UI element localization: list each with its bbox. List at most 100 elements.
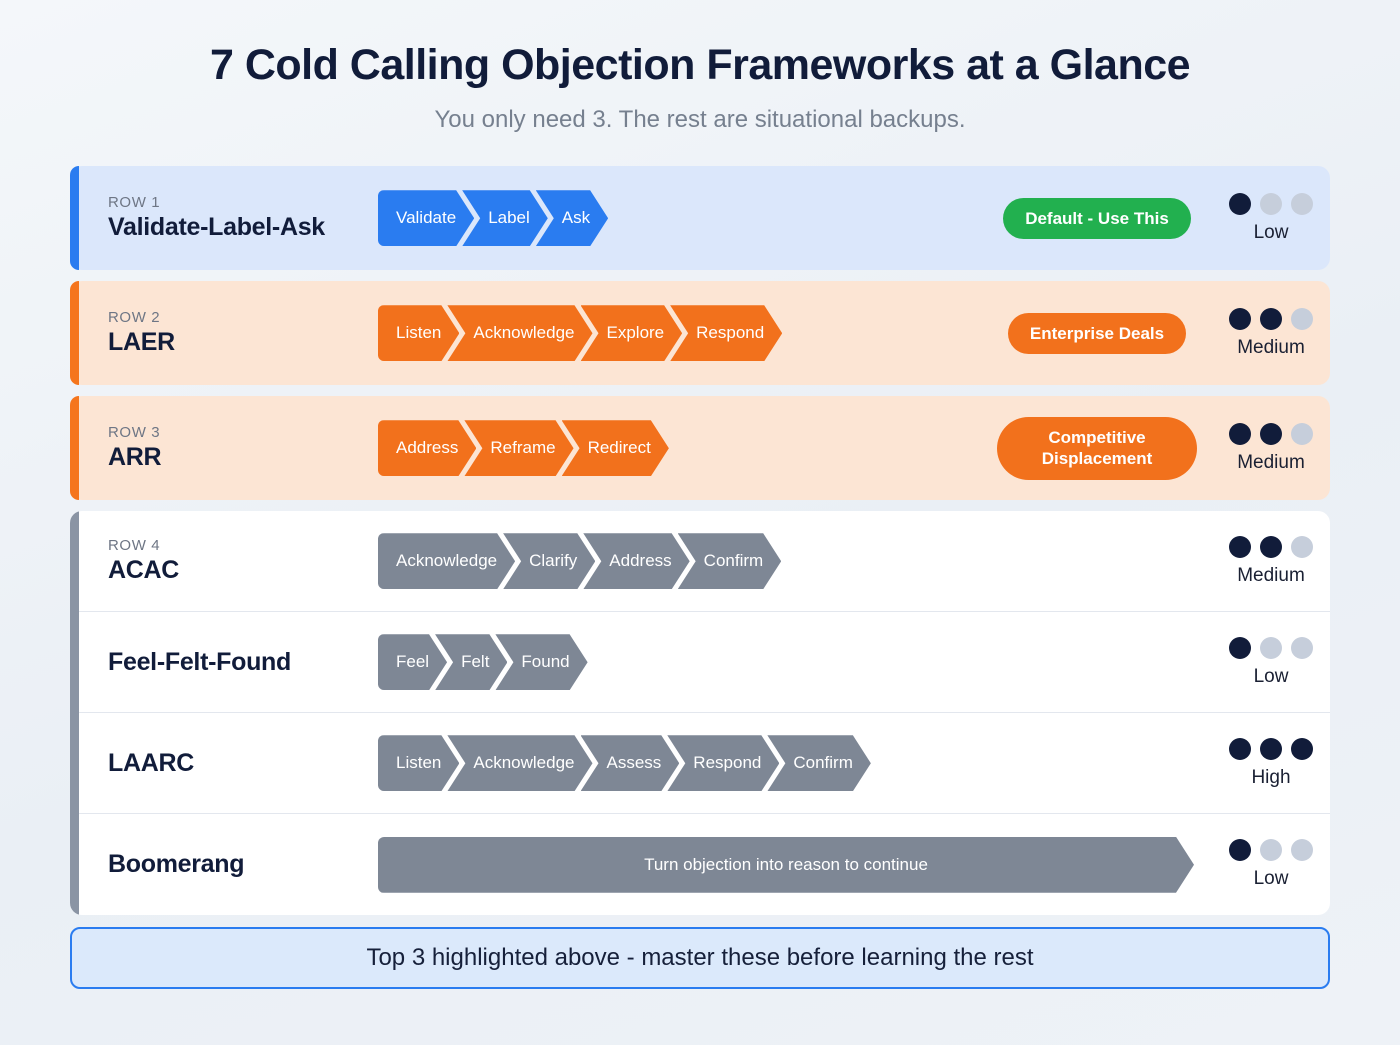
- effort-dots: [1229, 422, 1313, 445]
- effort-indicator: Medium: [1212, 307, 1330, 359]
- row-title: LAER: [108, 328, 175, 357]
- footer-note-banner: Top 3 highlighted above - master these b…: [70, 927, 1330, 990]
- row-accent-bar: [70, 166, 79, 271]
- framework-row-6[interactable]: LAARC Listen Acknowledge Assess Respond …: [78, 713, 1330, 815]
- framework-row-2[interactable]: ROW 2 LAER Listen Acknowledge Explore Re…: [70, 281, 1330, 386]
- framework-rows: ROW 1 Validate-Label-Ask Validate Label …: [70, 166, 1330, 916]
- effort-dot: [1229, 535, 1251, 558]
- row-label-column: ROW 1 Validate-Label-Ask: [78, 194, 378, 242]
- flow-step[interactable]: Label: [462, 190, 548, 246]
- effort-dot: [1229, 636, 1251, 659]
- effort-dots: [1229, 192, 1313, 215]
- effort-dot: [1260, 535, 1282, 558]
- step-flow: Acknowledge Clarify Address Confirm: [378, 533, 982, 589]
- effort-dot: [1260, 839, 1282, 862]
- framework-row-7[interactable]: Boomerang Turn objection into reason to …: [78, 814, 1330, 915]
- effort-dot: [1229, 307, 1251, 330]
- effort-label: Medium: [1237, 451, 1305, 473]
- framework-row-3[interactable]: ROW 3 ARR Address Reframe Redirect Compe…: [70, 396, 1330, 501]
- flow-step[interactable]: Validate: [378, 190, 474, 246]
- row-label-column: Feel-Felt-Found: [78, 647, 378, 676]
- row-badge-column: Enterprise Deals: [982, 312, 1212, 354]
- flow-step[interactable]: Respond: [667, 735, 779, 791]
- effort-label: Low: [1253, 221, 1289, 243]
- flow-step[interactable]: Reframe: [464, 420, 573, 476]
- row-title: Validate-Label-Ask: [108, 213, 325, 242]
- effort-label: Medium: [1237, 564, 1305, 586]
- effort-dot: [1260, 636, 1282, 659]
- flow-step[interactable]: Listen: [378, 735, 459, 791]
- row-label-column: ROW 4 ACAC: [78, 537, 378, 585]
- effort-dots: [1229, 535, 1313, 558]
- effort-dots: [1229, 839, 1313, 862]
- row-badge-column: Default - Use This: [982, 197, 1212, 239]
- effort-indicator: Medium: [1212, 422, 1330, 474]
- framework-row-1[interactable]: ROW 1 Validate-Label-Ask Validate Label …: [70, 166, 1330, 271]
- row-title: Boomerang: [108, 850, 245, 879]
- flow-step[interactable]: Address: [378, 420, 476, 476]
- row-title: LAARC: [108, 748, 194, 777]
- framework-row-5[interactable]: Feel-Felt-Found Feel Felt Found Low: [78, 612, 1330, 714]
- row-label-column: LAARC: [78, 748, 378, 777]
- effort-label: Medium: [1237, 336, 1305, 358]
- status-badge[interactable]: Competitive Displacement: [997, 417, 1197, 480]
- effort-dot: [1260, 307, 1282, 330]
- flow-step[interactable]: Address: [583, 533, 689, 589]
- effort-dots: [1229, 636, 1313, 659]
- page-subtitle: You only need 3. The rest are situationa…: [434, 106, 966, 134]
- flow-step[interactable]: Listen: [378, 305, 459, 361]
- flow-step[interactable]: Found: [495, 634, 587, 690]
- row-kicker: ROW 1: [108, 194, 161, 212]
- row-title: ARR: [108, 443, 162, 472]
- row-label-column: ROW 2 LAER: [78, 309, 378, 357]
- framework-row-4[interactable]: ROW 4 ACAC Acknowledge Clarify Address C…: [78, 511, 1330, 613]
- effort-dot: [1291, 636, 1313, 659]
- effort-dot: [1291, 839, 1313, 862]
- flow-step[interactable]: Confirm: [678, 533, 782, 589]
- row-accent-bar: [70, 396, 79, 501]
- step-flow: Turn objection into reason to continue: [378, 837, 1182, 893]
- flow-step[interactable]: Confirm: [767, 735, 871, 791]
- effort-indicator: Medium: [1212, 535, 1330, 587]
- effort-indicator: Low: [1212, 839, 1330, 890]
- row-kicker: ROW 4: [108, 537, 161, 555]
- step-flow: Listen Acknowledge Assess Respond Confir…: [378, 735, 982, 791]
- effort-label: High: [1251, 766, 1291, 788]
- effort-dot: [1229, 422, 1251, 445]
- effort-dot: [1291, 535, 1313, 558]
- effort-dot: [1260, 192, 1282, 215]
- flow-step[interactable]: Acknowledge: [378, 533, 515, 589]
- flow-step[interactable]: Respond: [670, 305, 782, 361]
- effort-label: Low: [1253, 868, 1289, 890]
- row-label-column: ROW 3 ARR: [78, 424, 378, 472]
- status-badge[interactable]: Enterprise Deals: [1007, 312, 1187, 354]
- page-title: 7 Cold Calling Objection Frameworks at a…: [209, 41, 1191, 89]
- flow-step[interactable]: Assess: [581, 735, 680, 791]
- effort-dot: [1291, 422, 1313, 445]
- effort-dot: [1260, 737, 1282, 760]
- flow-step[interactable]: Turn objection into reason to continue: [378, 837, 1194, 893]
- effort-dot: [1291, 192, 1313, 215]
- effort-dot: [1260, 422, 1282, 445]
- header: 7 Cold Calling Objection Frameworks at a…: [70, 0, 1330, 134]
- effort-dot: [1229, 839, 1251, 862]
- flow-step[interactable]: Acknowledge: [447, 305, 592, 361]
- effort-dot: [1291, 307, 1313, 330]
- flow-step[interactable]: Redirect: [562, 420, 669, 476]
- secondary-frameworks-group: ROW 4 ACAC Acknowledge Clarify Address C…: [70, 511, 1330, 916]
- effort-indicator: High: [1212, 737, 1330, 789]
- flow-step[interactable]: Clarify: [503, 533, 595, 589]
- flow-step[interactable]: Acknowledge: [447, 735, 592, 791]
- row-title: Feel-Felt-Found: [108, 647, 291, 676]
- status-badge[interactable]: Default - Use This: [1003, 197, 1191, 239]
- row-title: ACAC: [108, 556, 180, 585]
- effort-dot: [1229, 192, 1251, 215]
- flow-step[interactable]: Explore: [581, 305, 683, 361]
- row-badge-column: Competitive Displacement: [982, 417, 1212, 480]
- flow-step[interactable]: Feel: [378, 634, 447, 690]
- row-accent-bar: [70, 281, 79, 386]
- effort-indicator: Low: [1212, 192, 1330, 244]
- effort-dot: [1291, 737, 1313, 760]
- step-flow: Address Reframe Redirect: [378, 420, 982, 476]
